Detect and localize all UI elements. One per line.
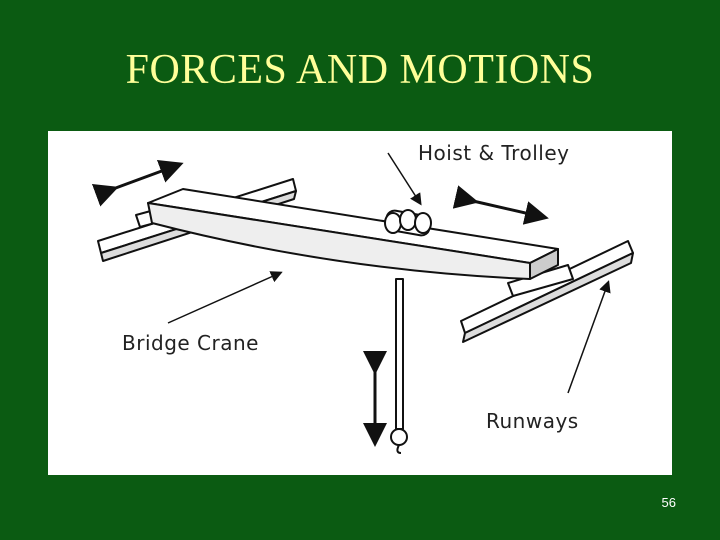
slide-title: FORCES AND MOTIONS (125, 47, 595, 93)
trolley-motion-arrow (452, 185, 549, 225)
hoist-cable (390, 278, 408, 454)
bridge-motion-arrow (91, 159, 184, 207)
bridge-crane-label: Bridge Crane (122, 331, 259, 355)
bridge-leader-line (167, 271, 283, 324)
runways-leader-line (567, 280, 611, 394)
page-number: 56 (661, 495, 676, 510)
runways-label: Runways (486, 409, 579, 433)
bridge-girder (147, 188, 559, 280)
hoist-leader-line (387, 152, 422, 206)
crane-illustration (91, 152, 634, 454)
hoist-trolley-label: Hoist & Trolley (418, 141, 570, 165)
hoist-trolley (384, 209, 432, 237)
crane-diagram: Hoist & Trolley Bridge Crane Runways (48, 131, 672, 475)
